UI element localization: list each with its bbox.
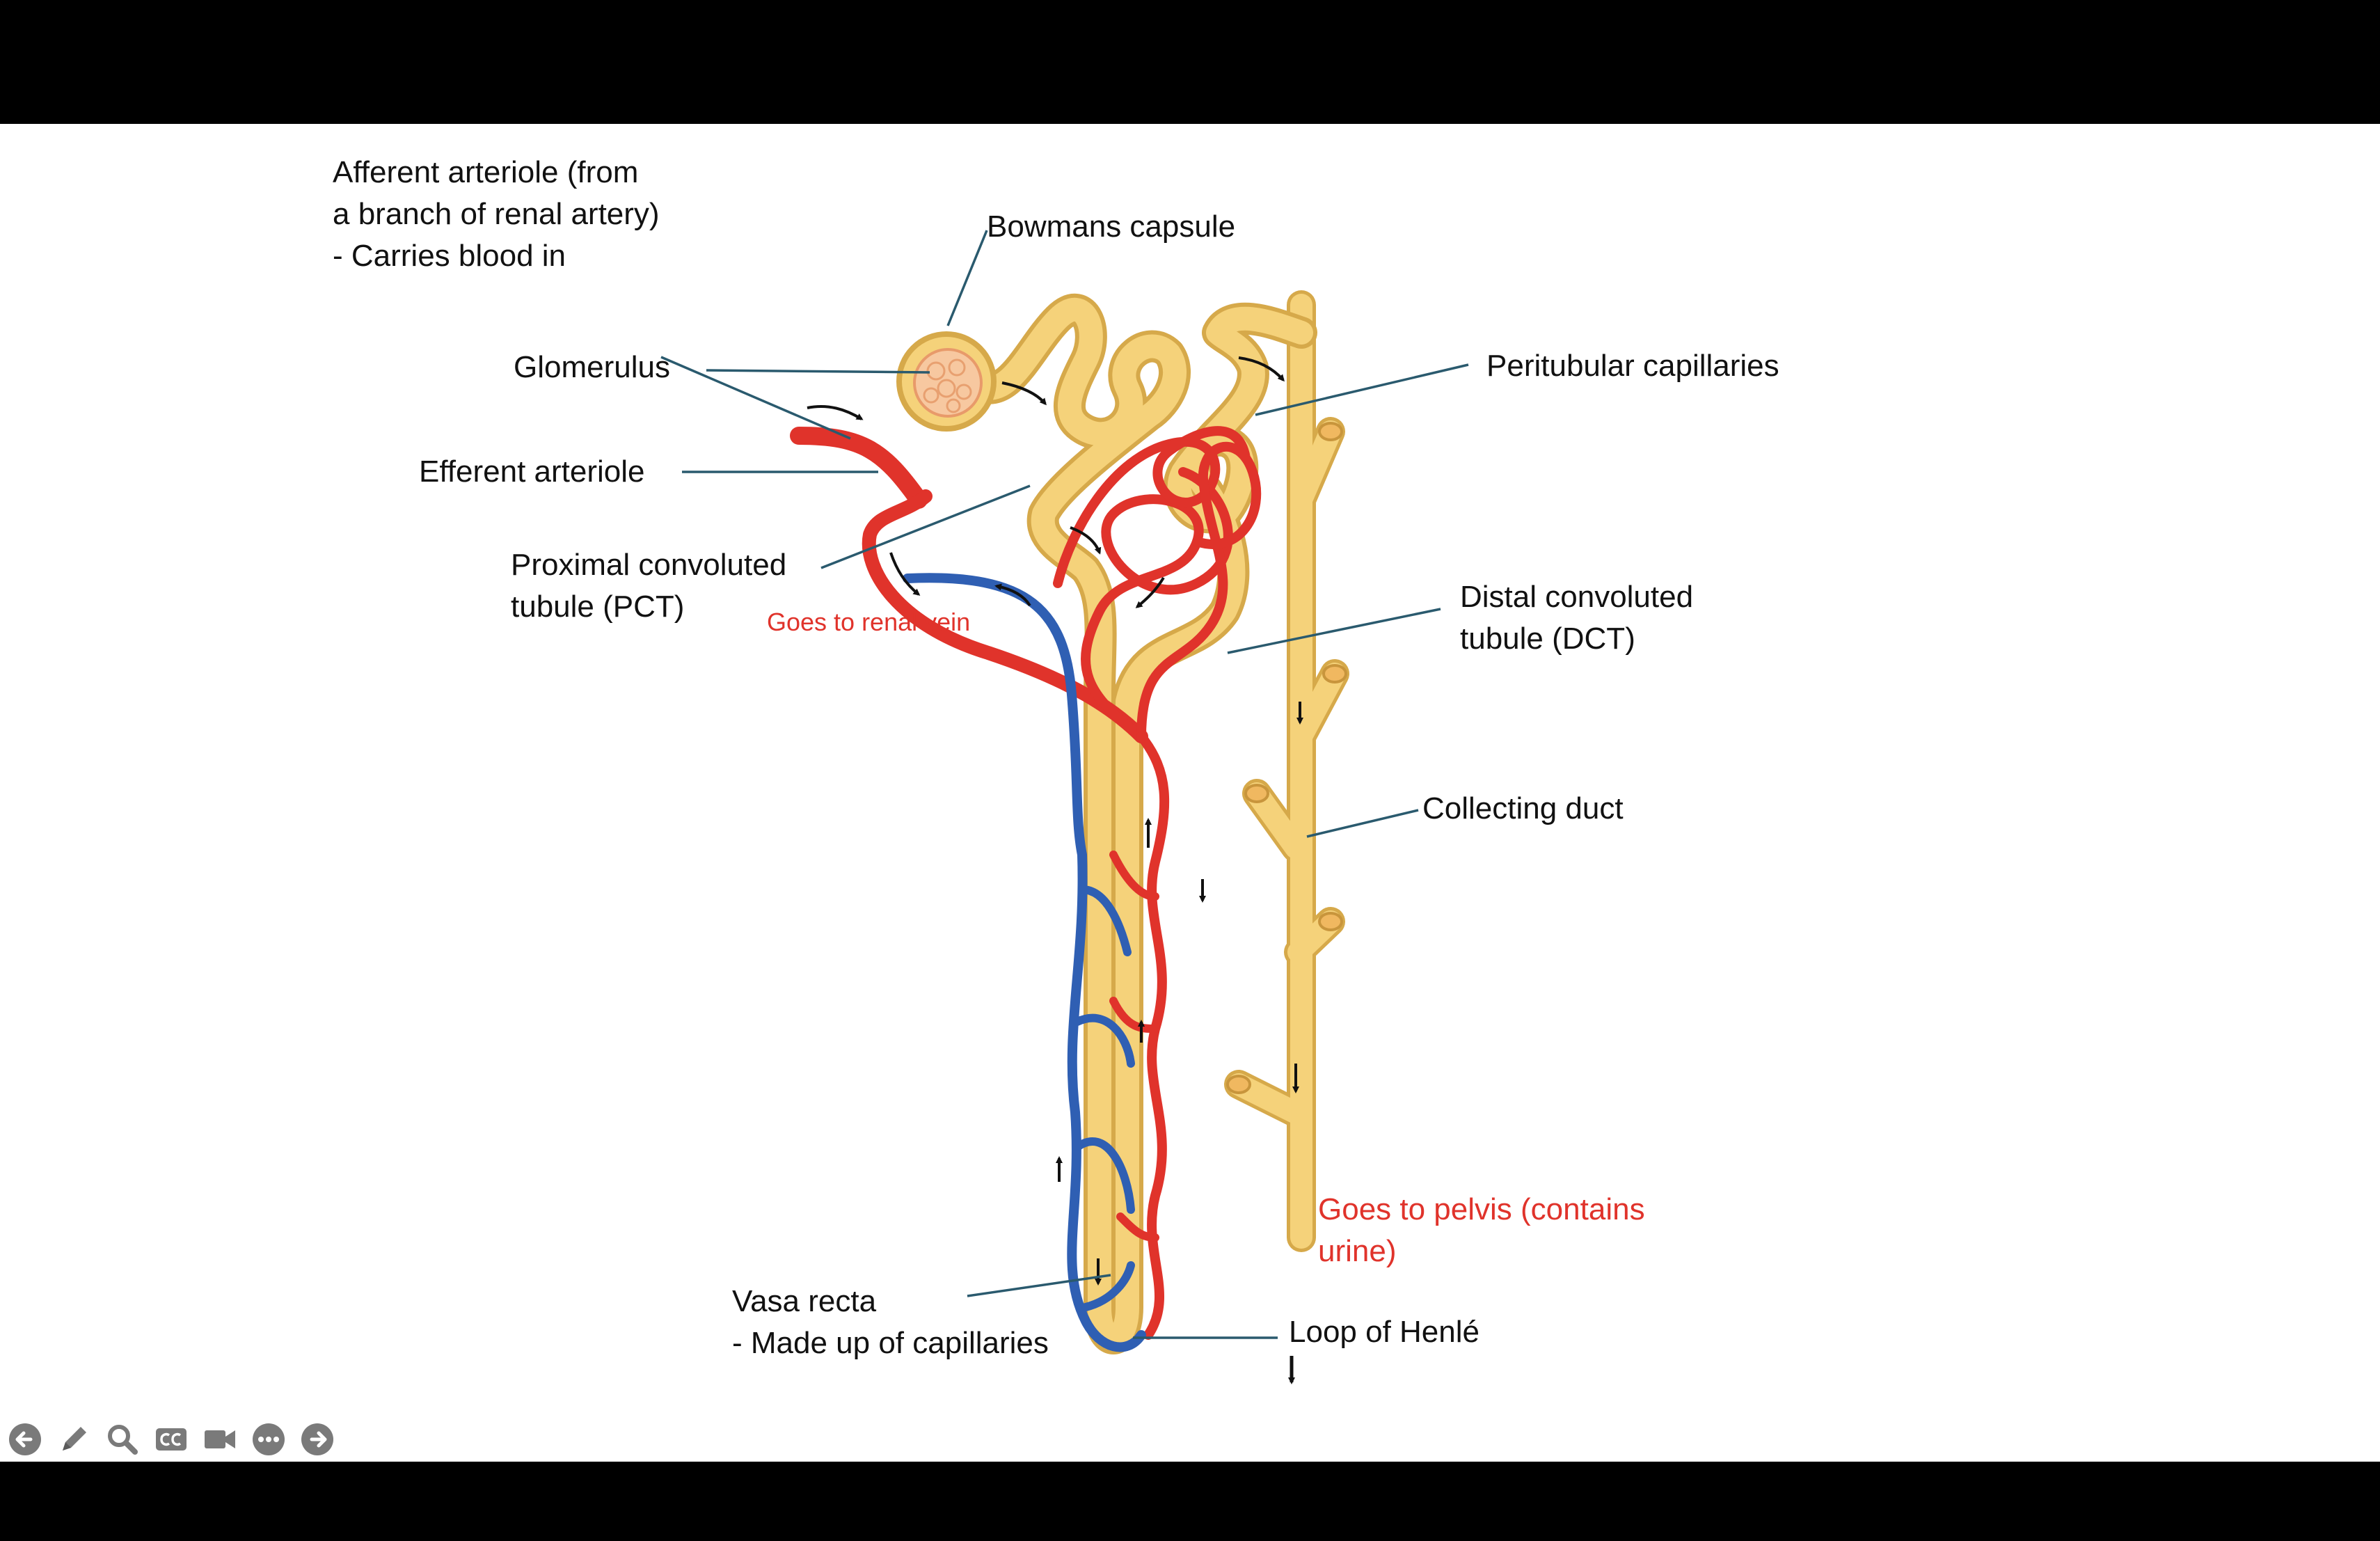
flow-arrows (807, 356, 1303, 1286)
zoom-button[interactable] (102, 1418, 143, 1460)
glomerulus-capillaries (923, 358, 972, 413)
leader-lines (660, 230, 1469, 1339)
label-bowmans-capsule: Bowmans capsule (987, 210, 1236, 244)
label-pct-line-2: tubule (PCT) (511, 590, 685, 624)
label-vasa-recta-line-1: Vasa recta (732, 1284, 877, 1318)
label-distal-convoluted-tubule: Distal convoluted tubule (DCT) (1460, 576, 1693, 660)
label-dct-line-1: Distal convoluted (1460, 580, 1694, 614)
more-icon (253, 1423, 285, 1455)
label-pct-line-1: Proximal convoluted (511, 548, 787, 582)
arrow-left-icon (9, 1423, 41, 1455)
label-vasa-recta-line-2: - Made up of capillaries (732, 1326, 1049, 1360)
label-efferent-arteriole: Efferent arteriole (419, 455, 645, 489)
subtitles-button[interactable] (150, 1418, 192, 1460)
label-peritubular-capillaries: Peritubular capillaries (1486, 349, 1779, 383)
vasa-recta-vessels (903, 573, 1146, 1352)
label-afferent-line-2: a branch of renal artery) (333, 197, 660, 231)
bowmans-capsule (896, 331, 997, 432)
more-options-button[interactable] (248, 1418, 289, 1460)
label-dct-line-2: tubule (DCT) (1460, 622, 1635, 656)
label-proximal-convoluted-tubule: Proximal convoluted tubule (PCT) (511, 544, 786, 628)
arterial-capillaries (790, 426, 1262, 1340)
camera-button[interactable] (199, 1418, 241, 1460)
pen-tool-button[interactable] (53, 1418, 95, 1460)
collecting-duct (1224, 290, 1349, 1252)
label-afferent-arteriole: Afferent arteriole (from a branch of ren… (333, 152, 660, 277)
label-collecting-duct: Collecting duct (1422, 791, 1624, 825)
label-pelvis-line-2: urine) (1318, 1234, 1397, 1268)
arrow-right-icon (301, 1423, 333, 1455)
nephron-diagram (660, 230, 1469, 1384)
presentation-toolbar (4, 1418, 338, 1460)
label-afferent-line-3: - Carries blood in (333, 239, 566, 273)
nephron-tubule (962, 294, 1317, 1354)
cc-icon (156, 1428, 187, 1451)
slide: Afferent arteriole (from a branch of ren… (0, 124, 2380, 1462)
label-glomerulus: Glomerulus (514, 350, 670, 384)
label-pelvis-line-1: Goes to pelvis (contains (1318, 1192, 1645, 1226)
previous-slide-button[interactable] (4, 1418, 46, 1460)
label-goes-to-renal-vein: Goes to renal vein (767, 608, 971, 636)
label-afferent-line-1: Afferent arteriole (from (333, 155, 639, 189)
next-slide-button[interactable] (296, 1418, 338, 1460)
label-goes-to-pelvis: Goes to pelvis (contains urine) (1318, 1189, 1645, 1272)
video-camera-icon (205, 1430, 235, 1448)
magnifier-icon (108, 1425, 138, 1455)
label-vasa-recta: Vasa recta - Made up of capillaries (732, 1281, 1049, 1364)
pen-icon (63, 1427, 86, 1451)
label-loop-of-henle: Loop of Henlé (1289, 1315, 1479, 1349)
